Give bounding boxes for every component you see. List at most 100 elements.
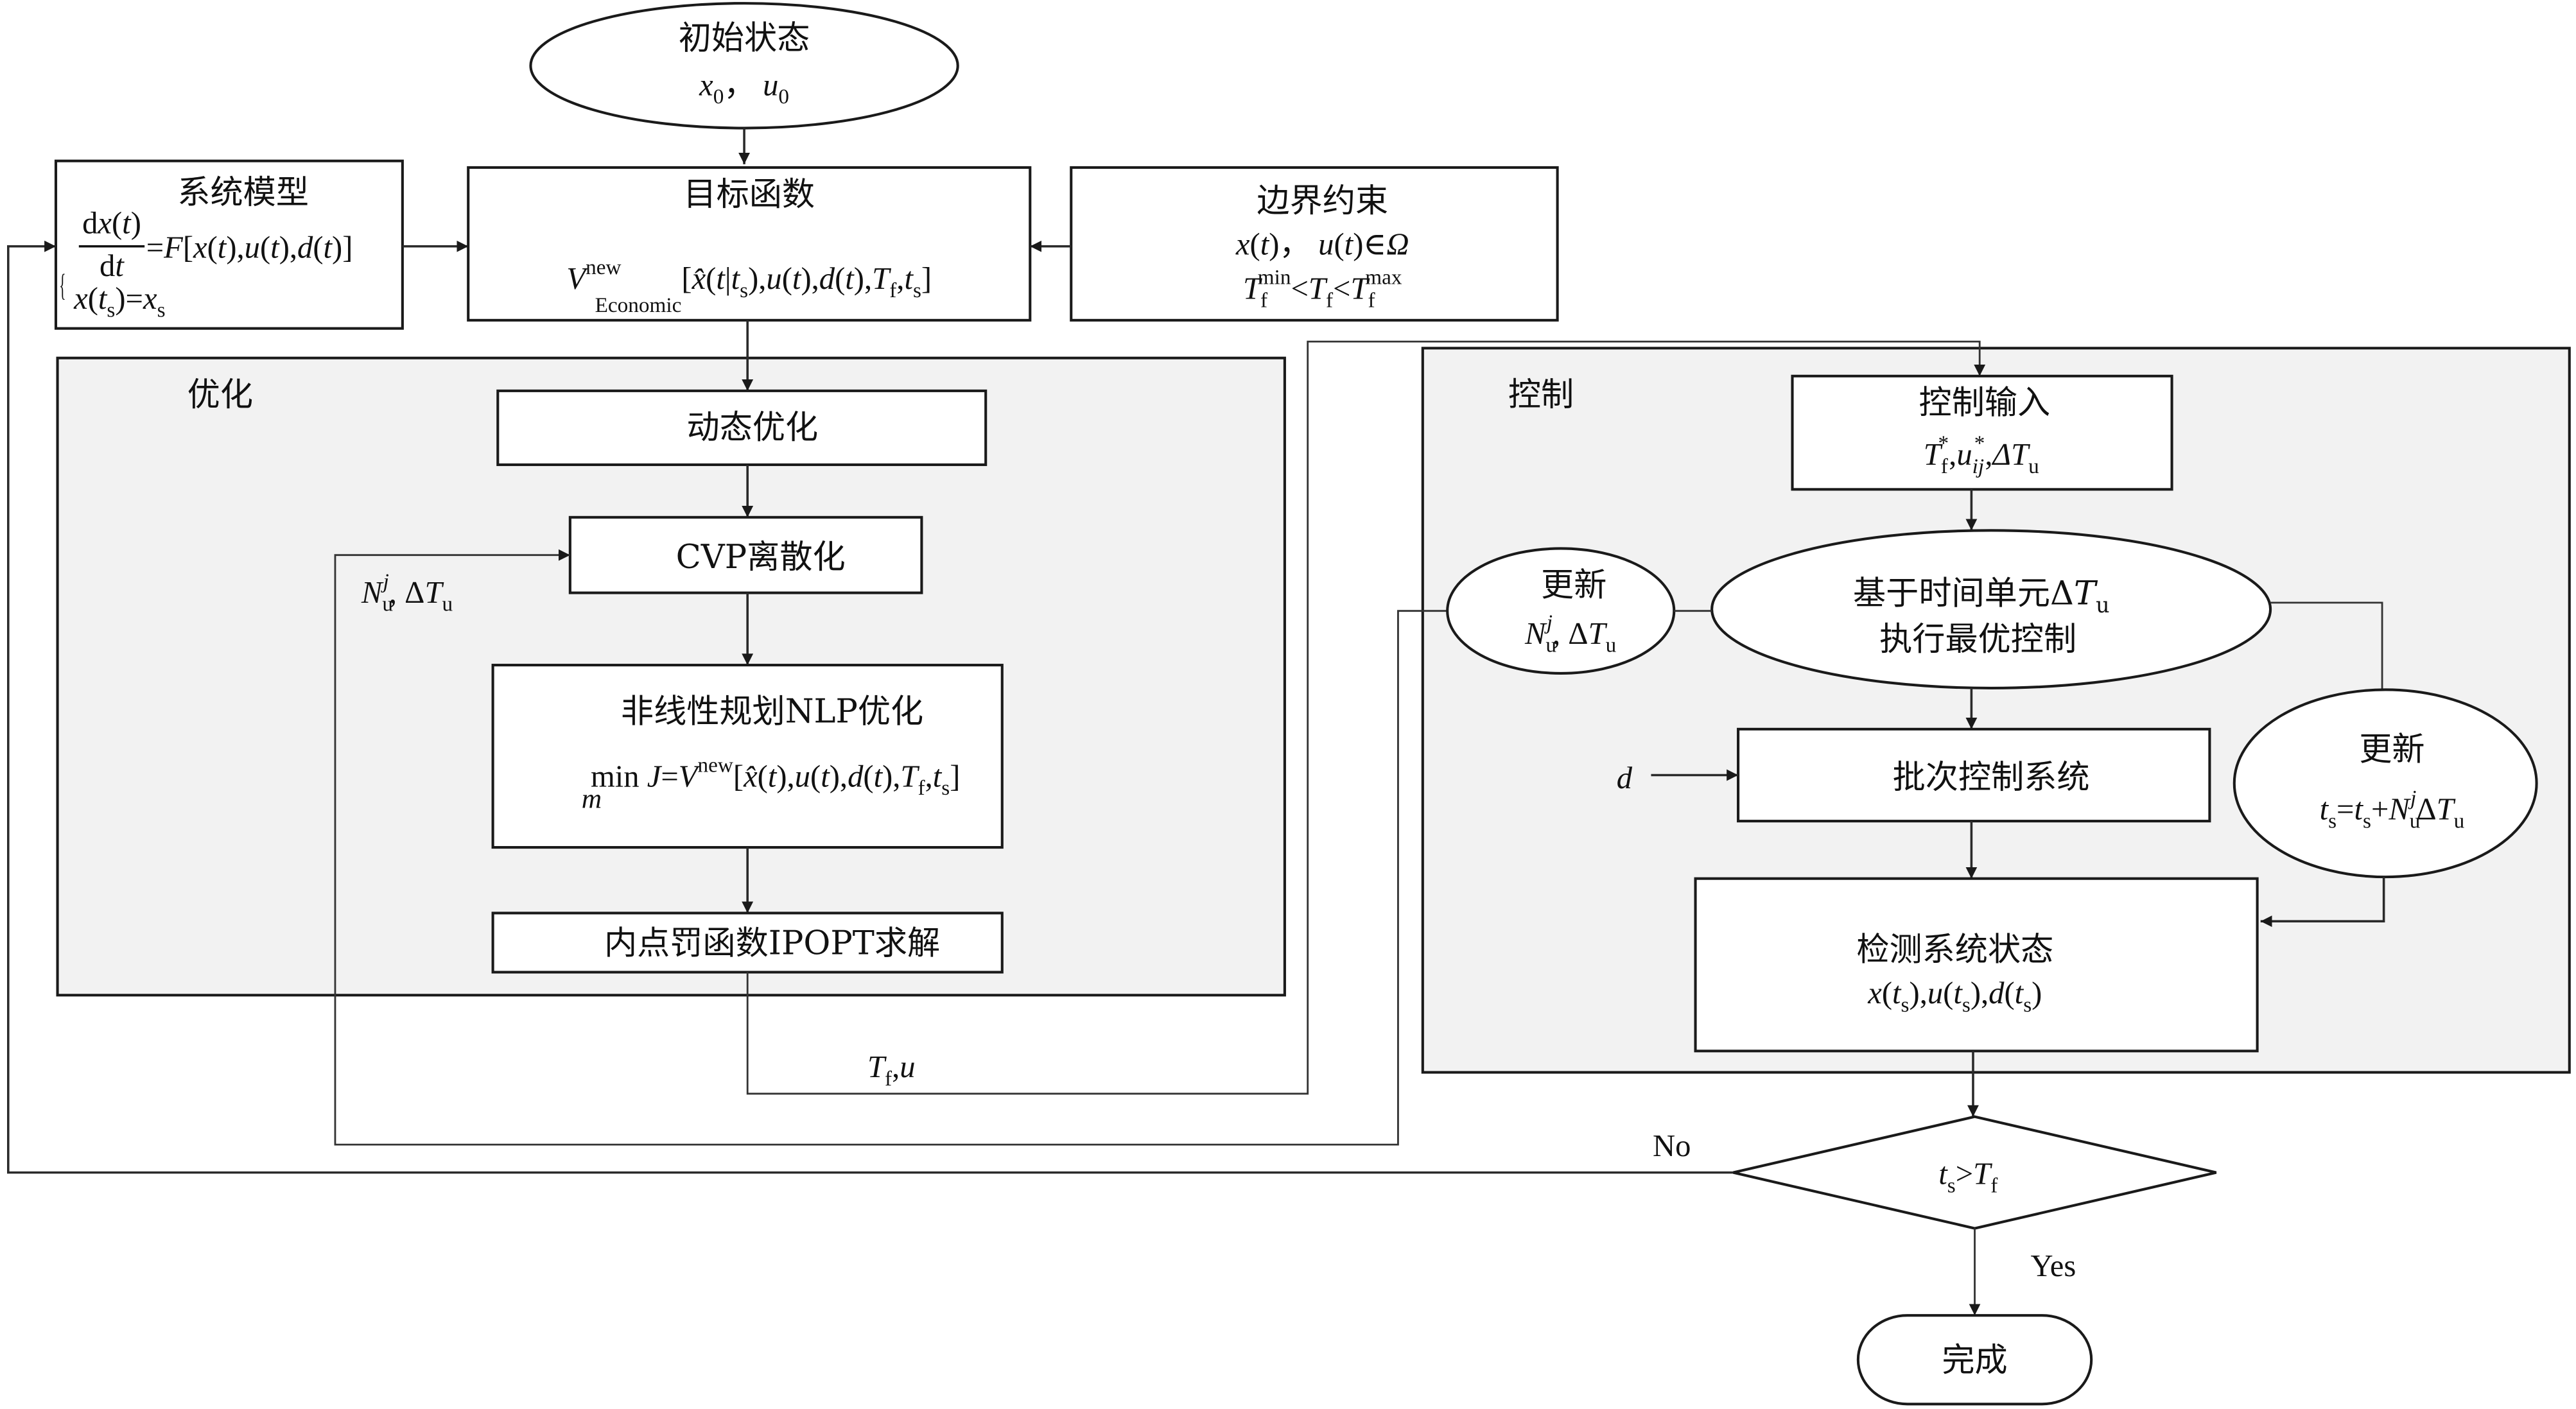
edge-label-nu-dtu: Nuj, ΔTu	[361, 569, 453, 616]
formula-segment: (	[782, 261, 792, 296]
formula-segment: ),	[854, 261, 872, 296]
formula-segment: (	[863, 759, 873, 793]
boundary-line2: Tfmin<Tf<Tfmax	[1243, 266, 1402, 313]
start-node[interactable]: 初始状态 x0， u0	[529, 2, 959, 130]
system-model-eq1-rhs: =F[x(t),u(t),d(t)]	[146, 230, 353, 265]
formula-segment: ，	[724, 67, 763, 102]
formula-segment: T	[1588, 616, 1608, 651]
formula-segment: (	[758, 759, 768, 793]
formula-segment: t	[716, 261, 726, 296]
formula-segment: ]	[921, 261, 932, 296]
formula-segment: max	[1365, 266, 1402, 290]
formula-segment: N	[1524, 616, 1547, 651]
system-model-brace: {	[59, 268, 66, 303]
formula-segment: u	[1928, 976, 1943, 1010]
update-left-node[interactable]: 更新 Nuj, ΔTu	[1446, 547, 1676, 675]
formula-segment: +	[2371, 792, 2389, 827]
formula-segment: ),	[882, 759, 900, 793]
formula-segment: t	[904, 261, 914, 296]
formula-segment: u	[2410, 809, 2421, 833]
ipopt-title: 内点罚函数IPOPT求解	[604, 924, 940, 962]
start-node-title: 初始状态	[679, 20, 810, 58]
batch-control-system-node[interactable]: 批次控制系统	[1737, 727, 2211, 823]
formula-segment: (	[1943, 976, 1953, 1010]
formula-segment: t	[115, 248, 125, 283]
formula-segment: (	[810, 759, 821, 793]
formula-segment: s	[2363, 809, 2371, 833]
control-input-node[interactable]: 控制输入 Tf*,uij*,ΔTu	[1791, 374, 2173, 491]
formula-segment: ,	[892, 1050, 900, 1084]
formula-segment: t	[270, 230, 280, 265]
formula-segment: u	[795, 759, 810, 793]
formula-segment: N	[2388, 792, 2411, 827]
detect-state-title: 检测系统状态	[1856, 931, 2053, 969]
update-right-title: 更新	[2359, 730, 2424, 768]
update-left-formula: Nuj, ΔTu	[1524, 610, 1617, 657]
formula-segment: u	[2096, 592, 2109, 618]
formula-segment: t	[731, 261, 741, 296]
dynamic-optimization-node[interactable]: 动态优化	[496, 389, 988, 467]
formula-segment: ),	[279, 230, 297, 265]
formula-segment	[640, 759, 647, 793]
formula-segment: F	[163, 230, 184, 265]
formula-segment: d	[297, 230, 313, 265]
boundary-title: 边界约束	[1257, 182, 1388, 220]
edge-ipopt-to-control-input	[746, 340, 1986, 1095]
formula-segment: d	[848, 759, 864, 793]
boundary-constraints-node[interactable]: 边界约束 x(t)， u(t)∈Ω Tfmin<Tf<Tfmax	[1070, 166, 1559, 322]
formula-segment: s	[913, 279, 921, 302]
formula-segment: ΔT	[1992, 437, 2031, 472]
formula-segment: min	[1258, 266, 1291, 290]
nlp-optimization-node[interactable]: 非线性规划NLP优化 min J=Vnew[x̂(t),u(t),d(t),Tf…	[491, 664, 1004, 849]
formula-segment: u	[2028, 454, 2039, 478]
finish-title: 完成	[1942, 1342, 2007, 1379]
system-model-node[interactable]: 系统模型 { dx(t) dt =F[x(t),u(t),d(t)] x(ts)…	[54, 159, 404, 330]
formula-segment: T	[424, 575, 444, 610]
cvp-discretization-node[interactable]: CVP离散化	[568, 515, 923, 594]
formula-segment: d	[1989, 976, 2005, 1010]
formula-segment: Economic	[595, 293, 682, 317]
formula-segment: t	[1892, 976, 1902, 1010]
formula-segment: f	[889, 279, 897, 302]
finish-node[interactable]: 完成	[1856, 1314, 2093, 1406]
execute-line2: 执行最优控制	[1879, 621, 2076, 659]
formula-segment: new	[697, 753, 733, 777]
formula-segment: T	[1350, 272, 1370, 306]
formula-segment: s	[941, 776, 950, 800]
formula-segment: x	[193, 230, 207, 265]
formula-segment: J	[647, 759, 663, 793]
start-node-formula: x0， u0	[699, 67, 789, 108]
formula-segment: u	[1606, 634, 1617, 657]
control-input-title: 控制输入	[1919, 385, 2051, 422]
formula-segment: x	[1235, 227, 1250, 262]
detect-state-formula: x(ts),u(ts),d(ts)	[1867, 976, 2042, 1017]
ipopt-node[interactable]: 内点罚函数IPOPT求解	[491, 912, 1004, 974]
system-model-title: 系统模型	[177, 174, 309, 212]
execute-optimal-control-node[interactable]: 基于时间单元ΔTu 执行最优控制	[1710, 529, 2272, 689]
formula-segment: V	[566, 261, 589, 296]
decision-node[interactable]: ts>Tf	[1732, 1115, 2217, 1230]
formula-segment: f	[1941, 454, 1949, 478]
formula-segment: u	[1956, 437, 1972, 472]
formula-segment: (	[1334, 227, 1344, 262]
formula-segment: t	[1953, 976, 1963, 1010]
formula-segment: )∈	[1353, 227, 1386, 262]
update-right-formula: ts=ts+NujΔTu	[2320, 786, 2465, 833]
formula-segment: )=	[115, 281, 143, 316]
formula-segment: s	[2023, 993, 2032, 1017]
formula-segment: t	[821, 759, 830, 793]
update-right-node[interactable]: 更新 ts=ts+NujΔTu	[2232, 688, 2538, 879]
formula-segment: T	[1924, 437, 1943, 472]
formula-segment: u	[382, 592, 393, 616]
batch-system-title: 批次控制系统	[1893, 759, 2090, 797]
formula-segment: u	[442, 592, 453, 616]
nlp-title: 非线性规划NLP优化	[621, 693, 923, 731]
formula-segment: T	[867, 1050, 887, 1084]
formula-segment: *	[1938, 431, 1949, 455]
formula-segment: t	[768, 759, 778, 793]
disturbance-label: d	[1617, 761, 1633, 795]
formula-segment: f	[1260, 288, 1268, 312]
formula-segment: 0	[778, 85, 789, 108]
detect-system-state-node[interactable]: 检测系统状态 x(ts),u(ts),d(ts)	[1694, 877, 2259, 1053]
